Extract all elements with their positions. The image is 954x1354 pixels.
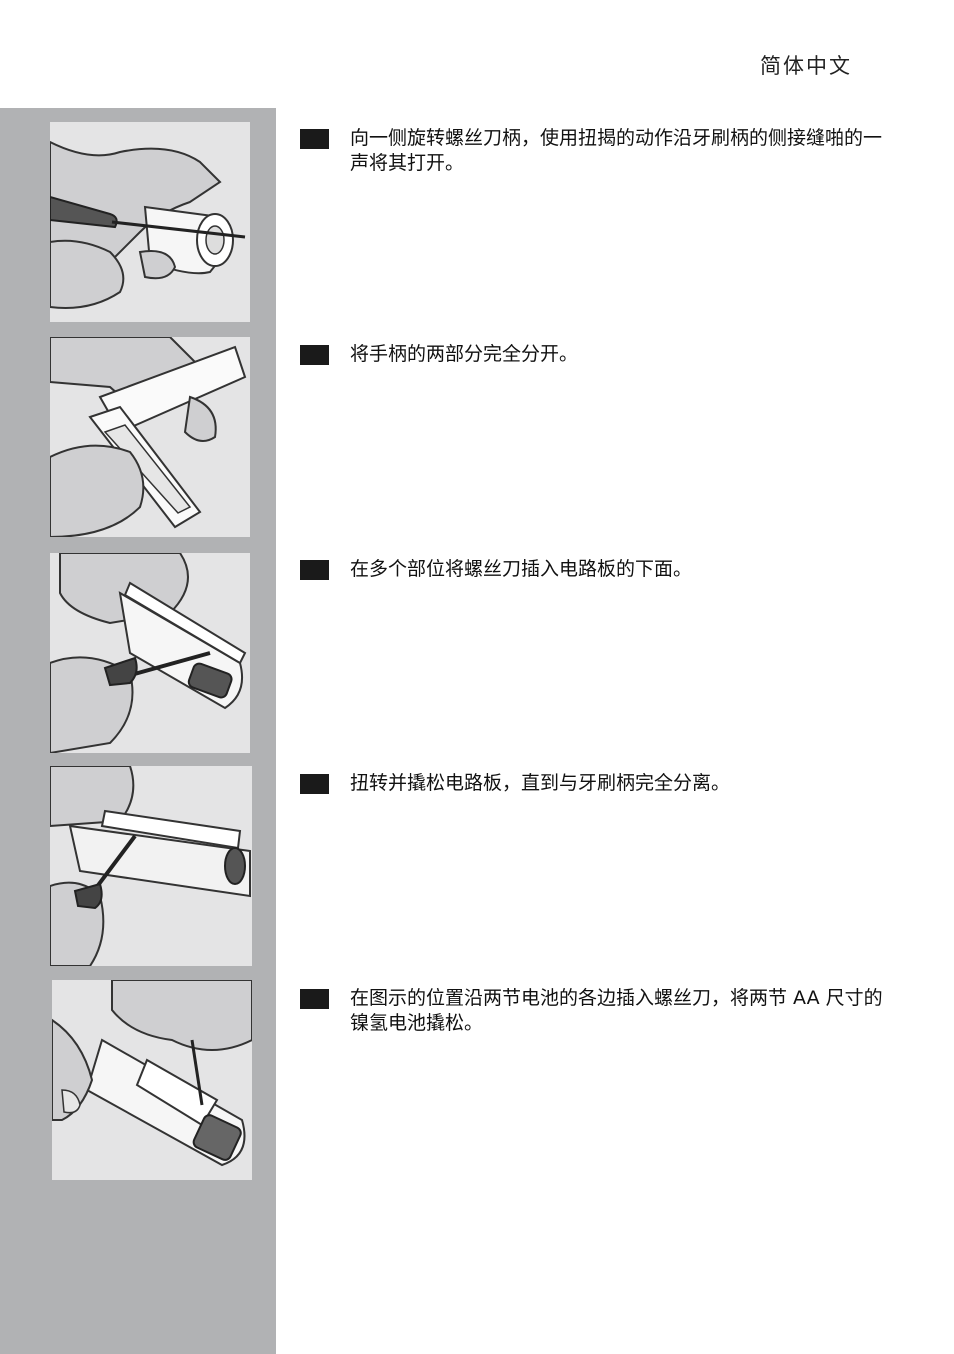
- illustration-prying-aa-batteries-loose: [52, 980, 252, 1180]
- step-marker: [300, 129, 329, 149]
- illustration-screwdriver-opening-handle: [50, 122, 250, 322]
- step-marker: [300, 560, 329, 580]
- step-text: 将手柄的两部分完全分开。: [350, 342, 895, 367]
- step-marker: [300, 989, 329, 1009]
- step-text: 向一侧旋转螺丝刀柄，使用扭揭的动作沿牙刷柄的侧接缝啪的一声将其打开。: [350, 126, 895, 176]
- illustration-prying-circuit-board-loose: [50, 766, 252, 966]
- hand-screwdriver-icon: [50, 122, 250, 322]
- prying-batteries-icon: [52, 980, 252, 1180]
- illustration-separating-handle-halves: [50, 337, 250, 537]
- step-text: 在图示的位置沿两节电池的各边插入螺丝刀，将两节 AA 尺寸的镍氢电池撬松。: [350, 986, 895, 1036]
- step-text: 在多个部位将螺丝刀插入电路板的下面。: [350, 557, 895, 582]
- prying-board-icon: [50, 766, 252, 966]
- step-text: 扭转并撬松电路板，直到与牙刷柄完全分离。: [350, 771, 895, 796]
- language-header: 简体中文: [760, 50, 910, 80]
- step-marker: [300, 345, 329, 365]
- illustration-screwdriver-under-circuit-board: [50, 553, 250, 753]
- hands-handle-halves-icon: [50, 337, 250, 537]
- step-marker: [300, 774, 329, 794]
- screwdriver-circuit-board-icon: [50, 553, 250, 753]
